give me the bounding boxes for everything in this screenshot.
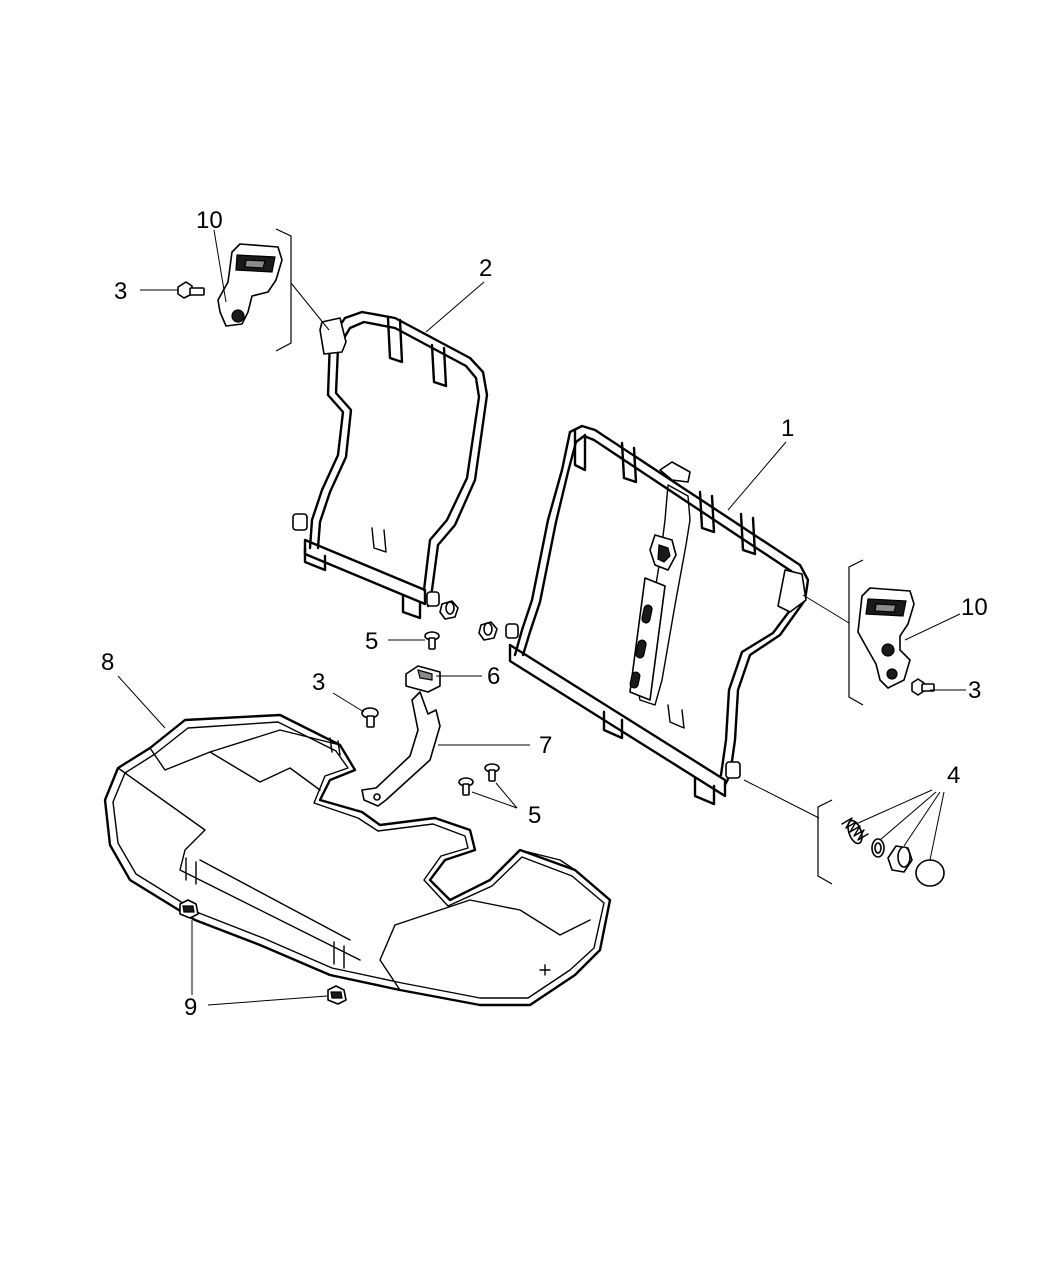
callout-1: 1 (781, 415, 794, 442)
right-latch-assembly (857, 587, 915, 689)
bolt-3-right (911, 678, 935, 696)
bracket-right-latch (848, 559, 864, 706)
callout-8: 8 (101, 649, 114, 676)
callout-9: 9 (184, 994, 197, 1021)
left-latch-assembly (217, 243, 283, 327)
bushing-part-4 (887, 845, 913, 873)
spring-part-4 (841, 817, 869, 845)
cap-part-4 (915, 859, 945, 887)
screw-5-lower-b (484, 763, 500, 782)
callout-10-right: 10 (961, 594, 988, 621)
callout-2: 2 (479, 255, 492, 282)
leader-lines (117, 229, 966, 1006)
bolt-3-left (177, 281, 205, 299)
clip-9-lower (327, 985, 347, 1005)
callout-3-left: 3 (114, 278, 127, 305)
bracket-part-4 (817, 799, 833, 885)
callout-3-right: 3 (968, 677, 981, 704)
callout-5-lower: 5 (528, 802, 541, 829)
screw-5-top (424, 631, 440, 650)
washer-part-4 (871, 838, 885, 858)
callout-6: 6 (487, 663, 500, 690)
bracket-left-latch (275, 228, 292, 352)
clip-9-upper (179, 899, 199, 919)
clip-part-6 (405, 665, 441, 693)
callout-7: 7 (539, 732, 552, 759)
screw-5-lower-a (458, 777, 474, 796)
callout-3-center: 3 (312, 669, 325, 696)
bolt-3-center (361, 707, 379, 728)
callout-5-top: 5 (365, 628, 378, 655)
left-seatback-frame (292, 310, 489, 620)
right-seatback-frame (505, 424, 810, 806)
bracket-part-7 (361, 691, 441, 807)
seat-cushion-wire-frame (103, 713, 612, 1007)
pivot-bushings (439, 600, 498, 641)
callout-4: 4 (947, 762, 960, 789)
callout-10-left: 10 (196, 207, 223, 234)
